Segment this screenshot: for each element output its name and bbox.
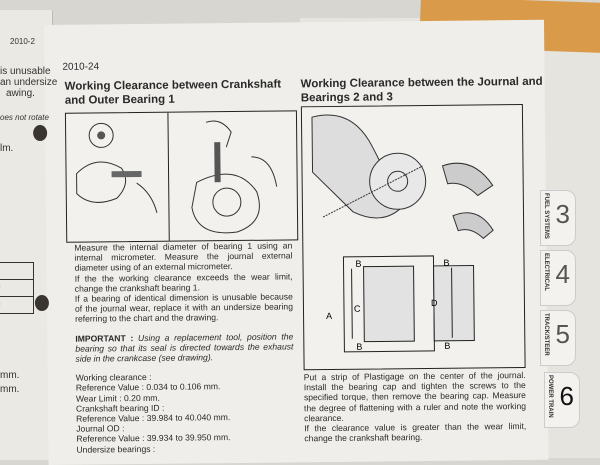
tab-number: 4 <box>555 259 570 289</box>
left-page-table: ring aring aring <box>0 262 34 314</box>
label-a: A <box>326 311 332 321</box>
page-number: 2010-24 <box>62 61 100 73</box>
left-section-title: Working Clearance between Crankshaft and… <box>64 78 282 107</box>
tab-number: 3 <box>555 199 570 229</box>
binder-hole <box>33 124 48 142</box>
binder-hole <box>34 294 49 312</box>
label-c: C <box>354 304 361 314</box>
paragraph: Put a strip of Plastigage on the center … <box>303 369 527 424</box>
left-page-number: 2010-2 <box>10 37 35 46</box>
important-label: IMPORTANT : <box>75 332 134 344</box>
left-page: 2010-2 is unusable an undersize awing. o… <box>0 10 57 460</box>
label-d: D <box>431 298 438 308</box>
tab-label: FUEL SYSTEMS <box>543 193 549 239</box>
tab-power-train[interactable]: POWER TRAIN 6 <box>544 372 580 428</box>
tab-electrical[interactable]: ELECTRICAL 4 <box>540 250 576 306</box>
important-note: IMPORTANT : Using a replacement tool, po… <box>75 331 293 364</box>
paragraph: If the clearance value is greater than t… <box>304 420 527 444</box>
left-page-line: oes not rotate <box>0 113 49 122</box>
table-row: ring <box>0 263 33 280</box>
manual-page: 2010-24 Working Clearance between Cranks… <box>33 19 549 465</box>
micrometer-illustration <box>76 112 278 241</box>
tab-number: 6 <box>559 381 574 411</box>
paragraph: If a bearing of identical dimension is u… <box>74 291 294 325</box>
label-b: B <box>355 259 361 269</box>
paragraph: Measure the internal diameter of bearing… <box>74 240 293 274</box>
right-section-title: Working Clearance between the Journal an… <box>300 75 543 105</box>
micrometer-figure <box>64 110 299 243</box>
crankshaft-figure: B B B B A C D <box>300 103 526 371</box>
tab-label: TRACK/STEER <box>543 313 549 356</box>
label-b: B <box>443 258 449 268</box>
tab-label: POWER TRAIN <box>547 375 553 418</box>
label-b: B <box>356 342 362 352</box>
right-body-text: Put a strip of Plastigage on the center … <box>304 370 527 444</box>
crankshaft-illustration: B B B B A C D <box>311 114 494 353</box>
label-b: B <box>444 341 450 351</box>
specifications: Working clearance : Reference Value : 0.… <box>76 371 295 455</box>
table-row: aring <box>0 297 33 313</box>
table-row: aring <box>0 280 33 297</box>
left-page-line: an undersize <box>0 77 58 88</box>
left-page-line: is unusable <box>0 66 51 77</box>
left-page-line: lm. <box>0 143 14 154</box>
paragraph: If the the working clearance exceeds the… <box>74 271 293 294</box>
spec-line: Undersize bearings : <box>76 443 156 455</box>
tab-label: ELECTRICAL <box>543 253 549 291</box>
left-page-line: mm. <box>0 370 20 381</box>
tab-track-steer[interactable]: TRACK/STEER 5 <box>540 310 576 366</box>
left-page-line: mm. <box>0 384 20 395</box>
left-page-line: awing. <box>6 88 35 99</box>
tab-fuel-systems[interactable]: FUEL SYSTEMS 3 <box>540 190 576 246</box>
tab-number: 5 <box>555 319 570 349</box>
left-body-text: Measure the internal diameter of bearing… <box>74 240 294 454</box>
